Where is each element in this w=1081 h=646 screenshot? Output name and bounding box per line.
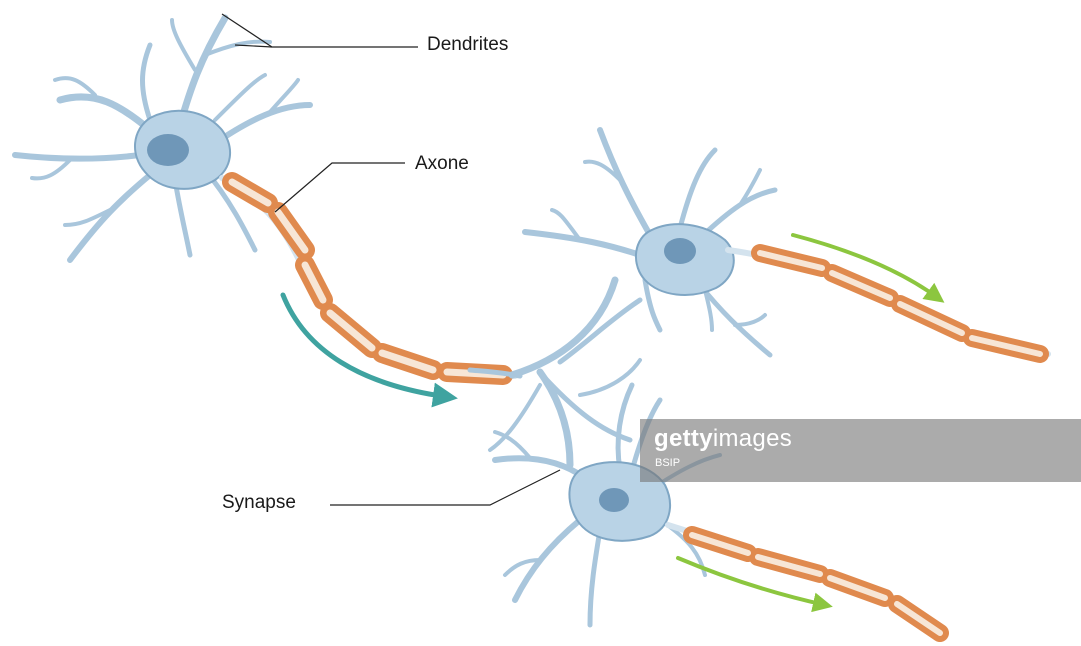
label-dendrites: Dendrites [427,34,508,56]
getty-images-watermark: gettyimages BSIP [640,419,1081,482]
watermark-credit: BSIP [655,457,680,469]
label-synapse: Synapse [222,492,296,514]
watermark-brand-light: images [713,425,792,452]
neuron-1-nucleus [147,134,189,166]
watermark-brand-bold: getty [654,425,713,452]
neuron-1 [15,18,310,260]
axon-terminal-branches [470,280,640,465]
axon-neuron-3 [668,525,945,635]
neuron-2 [525,130,775,355]
neuron-3-nucleus [599,488,629,512]
label-axone: Axone [415,153,469,175]
leader-axone [275,163,405,212]
axon-neuron-2 [728,250,1048,354]
neuron-2-nucleus [664,238,696,264]
axon-main [222,178,515,376]
leader-synapse [330,470,560,505]
watermark-brand: gettyimages [654,425,792,453]
